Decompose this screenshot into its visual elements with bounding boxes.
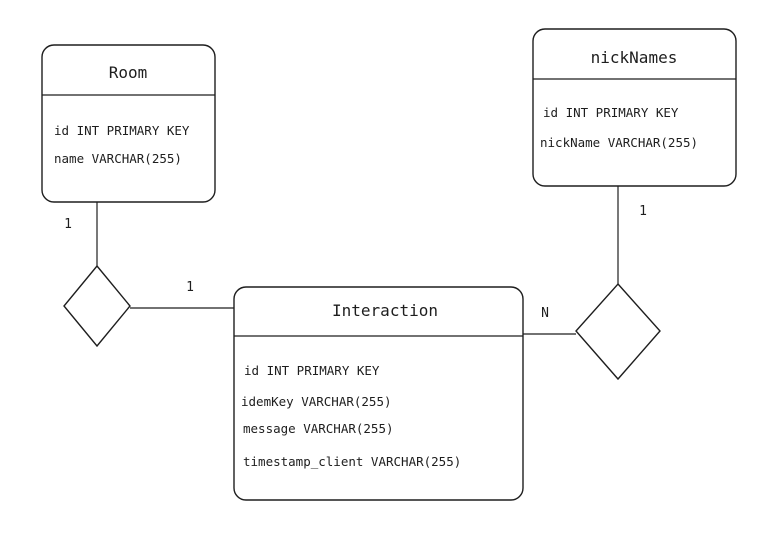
nicknames-attribute: id INT PRIMARY KEY — [543, 105, 679, 120]
room-entity[interactable]: Room id INT PRIMARY KEY name VARCHAR(255… — [41, 44, 216, 203]
room-attribute: id INT PRIMARY KEY — [54, 123, 190, 138]
room-interaction-relationship[interactable] — [63, 264, 131, 348]
interaction-attribute: idemKey VARCHAR(255) — [241, 394, 392, 409]
cardinality-room: 1 — [64, 217, 72, 232]
room-entity-box — [41, 44, 216, 203]
interaction-attribute: message VARCHAR(255) — [243, 421, 394, 436]
interaction-entity[interactable]: Interaction id INT PRIMARY KEY idemKey V… — [233, 286, 524, 501]
cardinality-nicknames: 1 — [639, 204, 647, 219]
nicknames-attribute: nickName VARCHAR(255) — [540, 135, 698, 150]
room-title: Room — [109, 63, 148, 82]
nicknames-entity[interactable]: nickNames id INT PRIMARY KEY nickName VA… — [532, 28, 737, 187]
nicknames-title: nickNames — [591, 48, 678, 67]
interaction-attribute: timestamp_client VARCHAR(255) — [243, 454, 461, 469]
cardinality-interaction-right: N — [541, 306, 549, 321]
interaction-attribute: id INT PRIMARY KEY — [244, 363, 380, 378]
interaction-title: Interaction — [332, 301, 438, 320]
room-attribute: name VARCHAR(255) — [54, 151, 182, 166]
interaction-entity-box — [233, 286, 524, 501]
nicknames-entity-box — [532, 28, 737, 187]
nicknames-interaction-relationship[interactable] — [575, 282, 661, 381]
cardinality-interaction-left: 1 — [186, 280, 194, 295]
